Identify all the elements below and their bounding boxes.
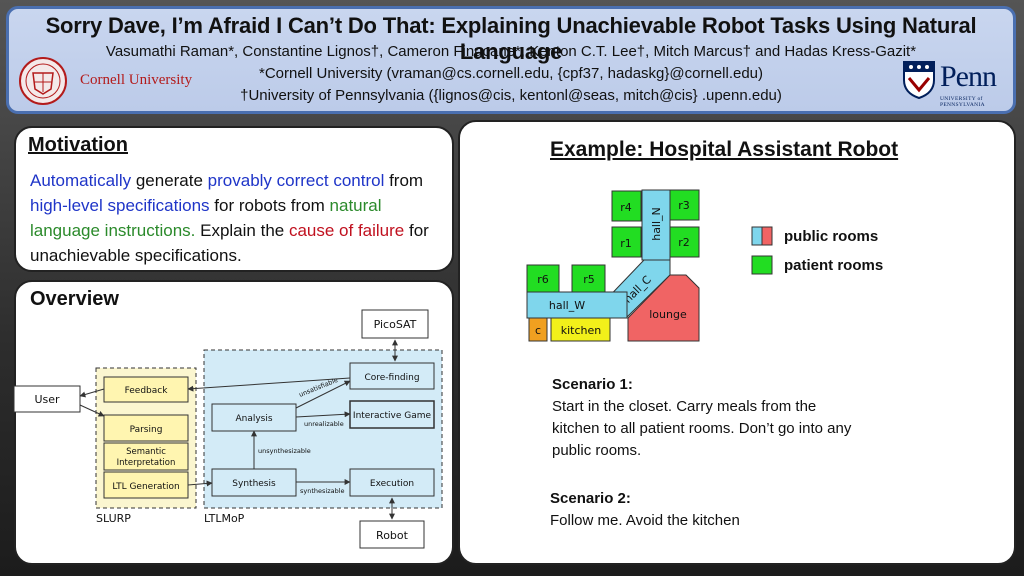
room-label-closet: c xyxy=(535,324,541,337)
authors: Vasumathi Raman*, Constantine Lignos†, C… xyxy=(105,43,917,60)
room-r5 xyxy=(571,264,606,293)
edge-analysis-game xyxy=(295,411,351,418)
room-hall-w xyxy=(526,291,628,319)
room-label-lounge: lounge xyxy=(649,308,687,321)
scenario-1-title: Scenario 1: xyxy=(552,376,633,393)
edge-corefinding-feedback xyxy=(187,377,351,392)
scenario-2-line: Follow me. Avoid the kitchen xyxy=(550,512,740,529)
room-label-r3: r3 xyxy=(678,199,690,212)
motivation-part: natural language instructions. xyxy=(30,196,382,240)
room-label-r5: r5 xyxy=(583,273,595,286)
edge-user-parsing xyxy=(79,404,105,417)
user-box xyxy=(13,385,81,413)
motivation-part: Explain the xyxy=(195,221,289,240)
scenario-1-line: public rooms. xyxy=(552,442,642,459)
semantic-label-2: Interpretation xyxy=(117,458,176,468)
edge-ltl-synthesis xyxy=(187,480,213,487)
room-label-r1: r1 xyxy=(620,237,632,250)
legend-public-swatch-lounge xyxy=(761,226,773,246)
affiliation-penn: †University of Pennsylvania ({lignos@cis… xyxy=(240,87,782,104)
motivation-part: high-level specifications xyxy=(30,196,210,215)
overview-heading: Overview xyxy=(30,288,119,310)
core-finding-label: Core-finding xyxy=(364,373,419,383)
semantic-interpretation-box xyxy=(103,442,189,471)
edge-label-unsynthesizable: unsynthesizable xyxy=(258,447,311,455)
edge-label-unrealizable: unrealizable xyxy=(304,420,344,428)
ltl-generation-box xyxy=(103,471,189,499)
legend-public-swatch-hall xyxy=(751,226,763,246)
synthesis-label: Synthesis xyxy=(232,479,276,489)
ltlmop-label: LTLMoP xyxy=(204,512,245,525)
room-r6 xyxy=(526,264,560,293)
example-panel: Example: Hospital Assistant Robot Scenar… xyxy=(458,120,1016,565)
scenario-2: Scenario 2: Follow me. Avoid the kitchen xyxy=(550,488,740,532)
scenario-1: Scenario 1: Start in the closet. Carry m… xyxy=(552,374,851,462)
execution-box xyxy=(349,468,435,497)
penn-shield-icon xyxy=(903,61,935,100)
legend-patient-label: patient rooms xyxy=(784,257,884,274)
picosat-label: PicoSAT xyxy=(374,318,417,331)
room-label-r2: r2 xyxy=(678,236,690,249)
edge-feedback-user xyxy=(79,388,105,398)
user-label: User xyxy=(34,393,60,406)
picosat-box xyxy=(361,309,429,339)
scenario-1-line: kitchen to all patient rooms. Don’t go i… xyxy=(552,420,852,437)
execution-label: Execution xyxy=(370,479,414,489)
robot-label: Robot xyxy=(376,529,409,542)
room-lounge xyxy=(627,274,700,342)
room-label-kitchen: kitchen xyxy=(561,324,602,337)
parsing-box xyxy=(103,414,189,442)
room-r2 xyxy=(669,226,700,258)
room-closet xyxy=(528,317,548,342)
legend-patient-swatch xyxy=(751,255,773,275)
feedback-box xyxy=(103,376,189,403)
room-kitchen xyxy=(550,317,611,342)
scenario-2-title: Scenario 2: xyxy=(550,490,631,507)
motivation-panel: Motivation Automatically generate provab… xyxy=(14,126,454,272)
room-r3 xyxy=(669,189,700,221)
affiliation-cornell: *Cornell University (vraman@cs.cornell.e… xyxy=(258,65,764,82)
legend-public-label: public rooms xyxy=(784,228,879,245)
motivation-heading: Motivation xyxy=(28,134,128,156)
semantic-label-1: Semantic xyxy=(126,447,166,457)
example-heading: Example: Hospital Assistant Robot xyxy=(550,138,899,161)
robot-box xyxy=(359,520,425,549)
motivation-part: provably correct control xyxy=(207,171,385,190)
cornell-seal-icon xyxy=(19,57,67,105)
motivation-part: from xyxy=(384,171,424,190)
poster-header: Sorry Dave, I’m Afraid I Can’t Do That: … xyxy=(6,6,1016,114)
room-label-r6: r6 xyxy=(537,273,549,286)
motivation-part: cause of failure xyxy=(288,221,405,240)
scenario-1-line: Start in the closet. Carry meals from th… xyxy=(552,398,817,415)
room-label-hall-w: hall_W xyxy=(549,299,585,312)
poster-title: Sorry Dave, I’m Afraid I Can’t Do That: … xyxy=(45,13,977,64)
analysis-label: Analysis xyxy=(235,414,272,424)
core-finding-box xyxy=(349,362,435,390)
room-r4 xyxy=(611,190,642,222)
feedback-label: Feedback xyxy=(125,386,169,396)
slurp-label: SLURP xyxy=(96,512,131,525)
cornell-university-wordmark: Cornell University xyxy=(80,72,193,88)
motivation-part: generate xyxy=(131,171,208,190)
ltl-generation-label: LTL Generation xyxy=(112,482,179,492)
room-label-hall-n: hall_N xyxy=(650,207,663,241)
interactive-game-label: Interactive Game xyxy=(353,411,432,421)
interactive-game-box xyxy=(349,400,435,429)
edge-analysis-corefinding xyxy=(295,380,351,409)
motivation-part: for robots from xyxy=(209,196,330,215)
parsing-label: Parsing xyxy=(130,425,163,435)
edge-label-synthesizable: synthesizable xyxy=(300,487,345,495)
penn-wordmark: Penn xyxy=(940,60,997,93)
room-label-r4: r4 xyxy=(620,201,632,214)
room-r1 xyxy=(611,226,642,258)
motivation-text: Automatically generate provably correct … xyxy=(30,168,450,268)
motivation-part: Automatically xyxy=(30,171,132,190)
motivation-part: for unachievable specifications. xyxy=(30,221,429,265)
penn-subtitle: UNIVERSITY of PENNSYLVANIA xyxy=(940,96,985,108)
